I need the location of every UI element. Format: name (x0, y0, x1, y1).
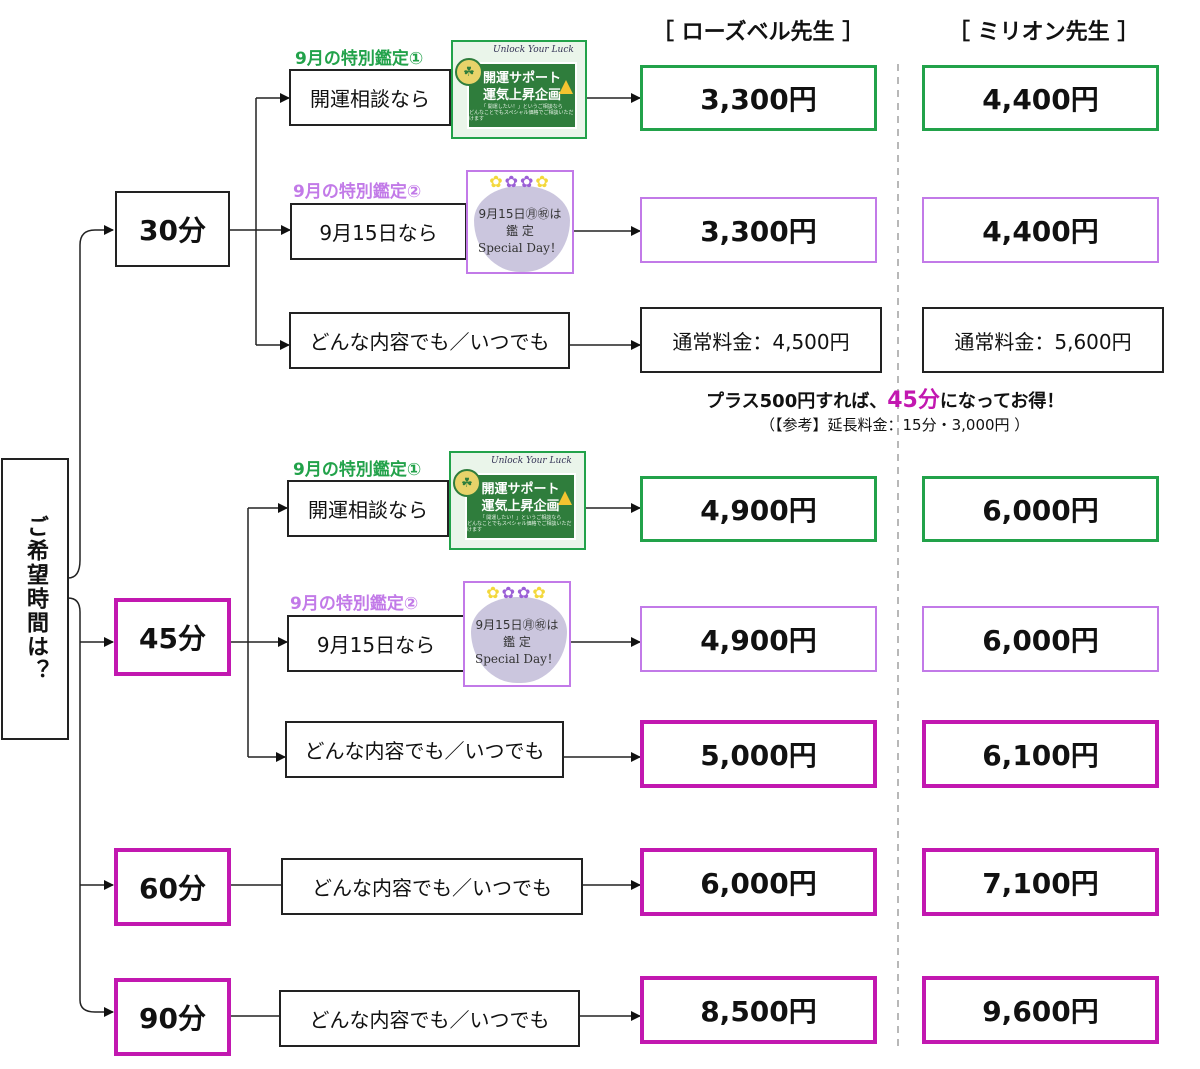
price-30-sep15-million: 4,400円 (922, 197, 1159, 263)
card-tiny1: 「 開運したい！」というご相談なら (479, 514, 562, 521)
note-highlight: 45分 (887, 388, 940, 413)
clover-icon: ☘ (455, 58, 483, 86)
card-day-line3: Special Day！ (475, 652, 559, 666)
special-day-card-45: ✿✿✿✿ 9月15日㊊㊗は 鑑 定 Special Day！ (463, 581, 571, 687)
heart-shape (471, 597, 567, 683)
card-script-text: Unlock Your Luck (493, 45, 574, 55)
flower-decoration-icon: ✿✿✿✿ (486, 583, 548, 602)
time-box-90: 90分 (114, 978, 231, 1056)
kaiun-banner-card-30: Unlock Your Luck 開運サポート 運気上昇企画 「 開運したい！」… (451, 40, 587, 139)
special1-label-30: 9月の特別鑑定① (295, 49, 424, 69)
option-kaiun-30: 開運相談なら (289, 69, 451, 126)
option-sep15-30: 9月15日なら (290, 203, 467, 260)
price-90-any-rose: 8,500円 (640, 976, 877, 1044)
clover-icon: ☘ (453, 469, 481, 497)
price-60-any-rose: 6,000円 (640, 848, 877, 916)
card-line1: 開運サポート (482, 70, 561, 86)
kaiun-banner-card-45: Unlock Your Luck 開運サポート 運気上昇企画 「 開運したい！」… (449, 451, 586, 550)
note-prefix: プラス500円すれば、 (706, 391, 888, 412)
price-30-any-million: 通常料金：5,600円 (922, 307, 1164, 373)
card-tiny2: どんなことでもスペシャル価格でご相談いただけます (467, 520, 572, 533)
special2-label-30: 9月の特別鑑定② (293, 182, 422, 202)
time-box-45: 45分 (114, 598, 231, 676)
price-30-kaiun-million: 4,400円 (922, 65, 1159, 131)
special-day-card-30: ✿✿✿✿ 9月15日㊊㊗は 鑑 定 Special Day！ (466, 170, 574, 274)
card-day-line1: 9月15日㊊㊗は (478, 207, 562, 221)
card-day-line2: 鑑 定 (503, 635, 531, 649)
card-line2: 運気上昇企画 (481, 498, 560, 514)
price-45-any-million: 6,100円 (922, 720, 1159, 788)
price-30-any-rose: 通常料金：4,500円 (640, 307, 882, 373)
special2-label-45: 9月の特別鑑定② (290, 594, 419, 614)
price-45-kaiun-rose: 4,900円 (640, 476, 877, 542)
price-60-any-million: 7,100円 (922, 848, 1159, 916)
card-day-line2: 鑑 定 (506, 224, 534, 238)
card-script-text: Unlock Your Luck (491, 456, 572, 466)
time-box-60: 60分 (114, 848, 231, 926)
option-any-60: どんな内容でも／いつでも (281, 858, 583, 915)
up-arrow-icon (558, 491, 572, 505)
extension-fee-note: （【参考】延長料金：15分・3,000円 ） (760, 416, 1030, 434)
price-90-any-million: 9,600円 (922, 976, 1159, 1044)
option-kaiun-45: 開運相談なら (287, 480, 449, 537)
option-any-90: どんな内容でも／いつでも (279, 990, 580, 1047)
upgrade-note: プラス500円すれば、45分になってお得！ (706, 382, 1064, 414)
price-45-kaiun-million: 6,000円 (922, 476, 1159, 542)
option-sep15-45: 9月15日なら (287, 615, 465, 672)
note-suffix: になってお得！ (939, 391, 1065, 412)
option-any-30: どんな内容でも／いつでも (289, 312, 570, 369)
card-line2: 運気上昇企画 (482, 87, 561, 103)
question-box: ご希望時間は？ (1, 458, 69, 740)
special1-label-45: 9月の特別鑑定① (293, 460, 422, 480)
teacher2-header: ［ ミリオン先生 ］ (948, 20, 1140, 45)
card-tiny2: どんなことでもスペシャル価格でご相談いただけます (469, 109, 574, 122)
time-box-30: 30分 (115, 191, 230, 267)
price-45-sep15-rose: 4,900円 (640, 606, 877, 672)
price-30-kaiun-rose: 3,300円 (640, 65, 877, 131)
card-tiny1: 「 開運したい！」というご相談なら (481, 103, 563, 110)
price-30-sep15-rose: 3,300円 (640, 197, 877, 263)
card-day-line3: Special Day！ (478, 241, 562, 255)
flower-decoration-icon: ✿✿✿✿ (489, 172, 551, 191)
up-arrow-icon (559, 80, 573, 94)
heart-shape (474, 186, 570, 272)
teacher1-header: ［ ローズベル先生 ］ (652, 20, 865, 45)
card-line1: 開運サポート (481, 481, 560, 497)
price-45-sep15-million: 6,000円 (922, 606, 1159, 672)
card-day-line1: 9月15日㊊㊗は (475, 618, 559, 632)
price-45-any-rose: 5,000円 (640, 720, 877, 788)
option-any-45: どんな内容でも／いつでも (285, 721, 564, 778)
